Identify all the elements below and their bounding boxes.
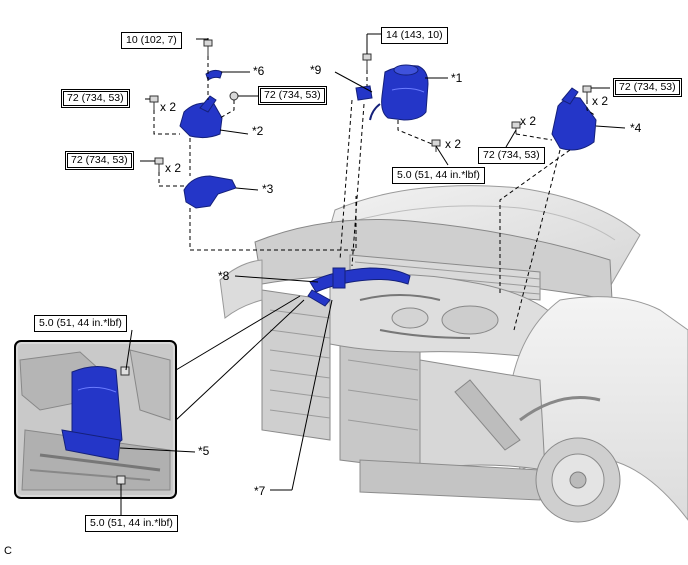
torque-spec-box: 10 (102, 7)	[121, 32, 182, 49]
callout-5: *5	[198, 444, 210, 458]
quantity-label: x 2	[445, 137, 462, 151]
torque-spec-box: 5.0 (51, 44 in.*lbf)	[34, 315, 127, 332]
torque-spec-box: 5.0 (51, 44 in.*lbf)	[392, 167, 485, 184]
torque-spec-box: 72 (734, 53)	[478, 147, 545, 164]
part-4-bracket	[551, 87, 597, 151]
callout-4: *4	[630, 121, 642, 135]
torque-spec-box-boxed: 72 (734, 53)	[65, 151, 134, 170]
inset-detail-view	[14, 340, 177, 499]
callout-3: *3	[262, 182, 274, 196]
callout-6: *6	[253, 64, 265, 78]
vehicle-body	[219, 185, 688, 523]
torque-value: 72 (734, 53)	[67, 153, 132, 168]
torque-value: 72 (734, 53)	[260, 88, 325, 103]
part-3-bracket	[183, 175, 237, 209]
torque-value: 14 (143, 10)	[386, 29, 443, 41]
bolts	[149, 39, 592, 172]
quantity-label: x 2	[592, 94, 609, 108]
dashed-guides	[153, 56, 597, 331]
quantity-label: x 2	[165, 161, 182, 175]
torque-value: 72 (734, 53)	[63, 91, 128, 106]
torque-spec-box-boxed: 72 (734, 53)	[613, 78, 682, 97]
callout-7: *7	[254, 484, 266, 498]
installed-blue-parts	[307, 267, 411, 307]
torque-value: 5.0 (51, 44 in.*lbf)	[397, 169, 480, 181]
callout-9: *9	[310, 63, 322, 77]
quantity-label: x 2	[160, 100, 177, 114]
callout-1: *1	[451, 71, 463, 85]
torque-value: 72 (734, 53)	[615, 80, 680, 95]
callout-2: *2	[252, 124, 264, 138]
torque-spec-box-boxed: 72 (734, 53)	[258, 86, 327, 105]
part-6-clip	[205, 69, 223, 81]
torque-value: 72 (734, 53)	[483, 149, 540, 161]
torque-spec-box-boxed: 72 (734, 53)	[61, 89, 130, 108]
torque-spec-box: 5.0 (51, 44 in.*lbf)	[85, 515, 178, 532]
torque-value: 5.0 (51, 44 in.*lbf)	[90, 517, 173, 529]
quantity-label: x 2	[520, 114, 537, 128]
figure-code: C	[4, 545, 12, 557]
torque-value: 5.0 (51, 44 in.*lbf)	[39, 317, 122, 329]
torque-value: 10 (102, 7)	[126, 34, 177, 46]
part-1-reservoir	[369, 64, 429, 121]
torque-spec-box: 14 (143, 10)	[381, 27, 448, 44]
leader-lines	[119, 33, 626, 515]
callout-8: *8	[218, 269, 230, 283]
part-2-bracket	[179, 95, 223, 139]
